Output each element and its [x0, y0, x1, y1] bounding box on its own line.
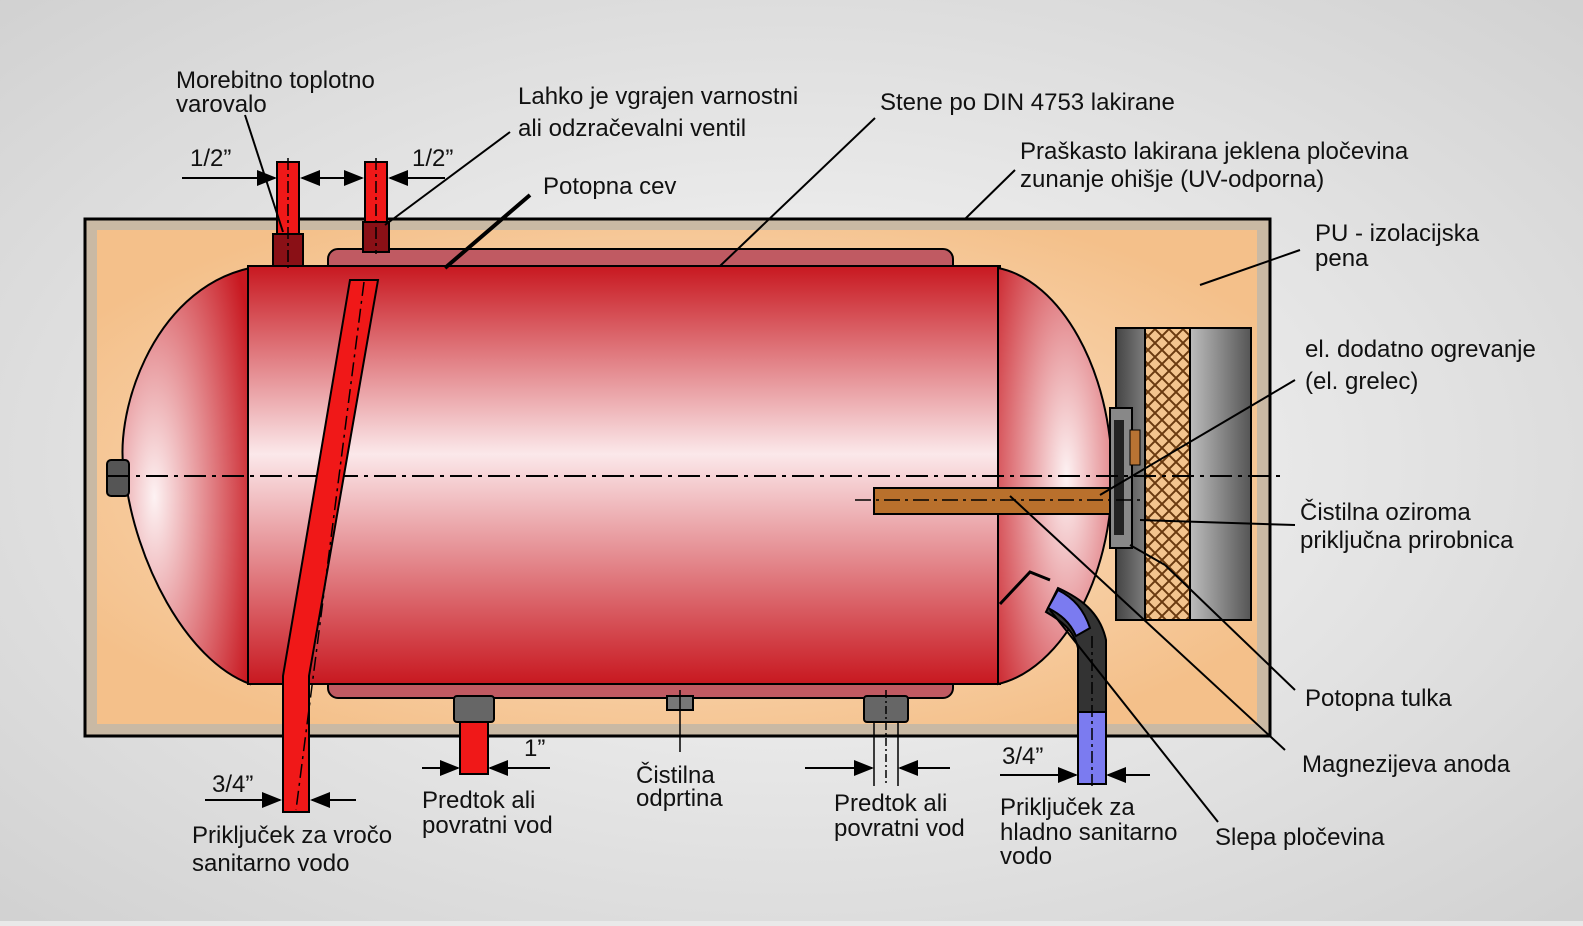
label-casing-2: zunanje ohišje (UV-odporna)	[1020, 166, 1324, 193]
label-flow2-1: Predtok ali	[834, 790, 947, 817]
leader-safety-valve	[384, 131, 511, 226]
flow1-nut	[453, 695, 495, 723]
cold-pipe-inlet	[1046, 588, 1092, 638]
leader-heater	[1099, 379, 1296, 496]
label-immersion-sleeve: Potopna tulka	[1305, 685, 1452, 712]
label-safety-valve-2: ali odzračevalni ventil	[518, 115, 746, 142]
label-flange-2: priključna prirobnica	[1300, 527, 1514, 554]
label-thermal-fuse-1: Morebitno toplotno	[176, 67, 375, 94]
flange-inner	[1114, 420, 1124, 535]
leader-thermal-fuse	[244, 114, 284, 233]
label-flow1-size: 1”	[524, 735, 545, 762]
label-pu-foam-1: PU - izolacijska	[1315, 220, 1480, 247]
leader-walls	[719, 117, 876, 267]
label-pu-foam-2: pena	[1315, 245, 1369, 272]
label-size-half-right: 1/2”	[412, 145, 453, 172]
leader-pu-foam	[1199, 249, 1301, 286]
leader-casing	[964, 169, 1016, 220]
flange-bolt	[1129, 429, 1141, 466]
label-heater-2: (el. grelec)	[1305, 368, 1418, 395]
leader-sleeve-b	[1129, 544, 1166, 566]
label-size-half-left: 1/2”	[190, 145, 231, 172]
left-plug	[106, 459, 130, 497]
label-hot-1: Priključek za vročo	[192, 822, 392, 849]
blind-sheet	[998, 570, 1051, 606]
label-walls: Stene po DIN 4753 lakirane	[880, 89, 1175, 116]
label-flow1-2: povratni vod	[422, 812, 553, 839]
leader-immersion-pipe	[443, 193, 532, 270]
label-hot-2: sanitarno vodo	[192, 850, 349, 877]
label-safety-valve-1: Lahko je vgrajen varnostni	[518, 83, 798, 110]
label-cold-3: vodo	[1000, 843, 1052, 870]
leader-blind	[1049, 609, 1219, 823]
label-flow1-1: Predtok ali	[422, 787, 535, 814]
label-casing-1: Praškasto lakirana jeklena pločevina	[1020, 138, 1409, 165]
flow1-pipe	[459, 721, 489, 775]
leader-anode	[1009, 495, 1286, 751]
label-immersion-pipe: Potopna cev	[543, 173, 676, 200]
leader-flange	[1139, 519, 1296, 526]
label-blind-sheet: Slepa pločevina	[1215, 824, 1385, 851]
leader-sleeve	[1164, 564, 1296, 691]
immersion-pipe	[282, 279, 380, 813]
label-heater-1: el. dodatno ogrevanje	[1305, 336, 1536, 363]
immersion-pipe-axis	[295, 281, 365, 811]
immersion-sleeve	[873, 487, 1111, 515]
label-cold-1: Priključek za	[1000, 794, 1135, 821]
label-cold-2: hladno sanitarno	[1000, 819, 1177, 846]
label-cleaning-2: odprtina	[636, 785, 723, 812]
label-cleaning-1: Čistilna	[636, 761, 715, 789]
label-hot-size: 3/4”	[212, 771, 253, 798]
heater-core	[1144, 327, 1191, 621]
label-flange-1: Čistilna oziroma	[1300, 498, 1471, 526]
label-flow2-2: povratni vod	[834, 815, 965, 842]
label-mg-anode: Magnezijeva anoda	[1302, 751, 1511, 778]
label-thermal-fuse-2: varovalo	[176, 91, 267, 118]
label-cold-size: 3/4”	[1002, 743, 1043, 770]
